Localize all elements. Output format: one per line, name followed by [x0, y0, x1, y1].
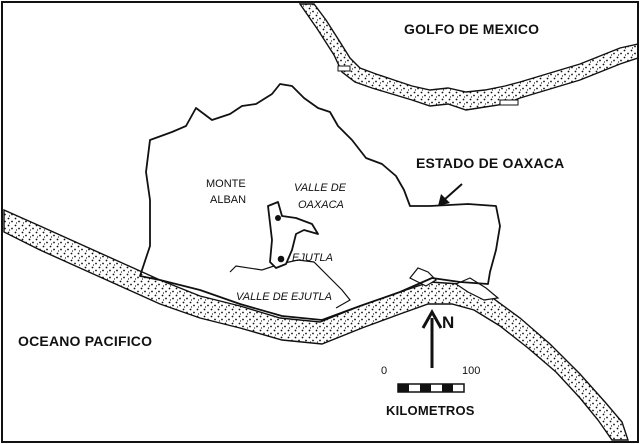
scale-start-label: 0: [381, 365, 388, 377]
monte-alban-label-2: ALBAN: [210, 194, 247, 206]
state-pointer-line: [443, 183, 463, 201]
lagoon-east: [454, 277, 500, 301]
pacific-coast-band: [3, 208, 629, 441]
gulf-coast-band: [298, 3, 639, 111]
state-label: ESTADO DE OAXACA: [416, 155, 565, 171]
monte-alban-label-1: MONTE: [206, 178, 246, 190]
oaxaca-state-outline: [139, 83, 501, 321]
monte-alban-site-marker: [275, 215, 281, 221]
valle-oaxaca-label-2: OAXACA: [298, 199, 344, 211]
ejutla-label: EJUTLA: [292, 252, 333, 264]
gulf-coast-islet-2: [499, 99, 519, 106]
scale-unit-label: KILOMETROS: [386, 403, 475, 418]
gulf-coast-islet: [337, 65, 351, 72]
valle-oaxaca-label-1: VALLE DE: [294, 182, 346, 194]
scale-end-label: 100: [462, 365, 481, 377]
ocean-label: OCEANO PACIFICO: [18, 333, 153, 349]
scale-bar: [397, 383, 465, 393]
lagoon-west: [409, 267, 437, 287]
valle-ejutla-label: VALLE DE EJUTLA: [236, 291, 332, 303]
north-arrow-letter: N: [442, 313, 455, 332]
north-arrow-head: [421, 308, 443, 329]
valle-ejutla-outline: [229, 259, 351, 309]
ejutla-site-marker: [277, 255, 285, 263]
gulf-label: GOLFO DE MEXICO: [404, 21, 540, 37]
state-pointer-arrowhead: [438, 194, 450, 206]
